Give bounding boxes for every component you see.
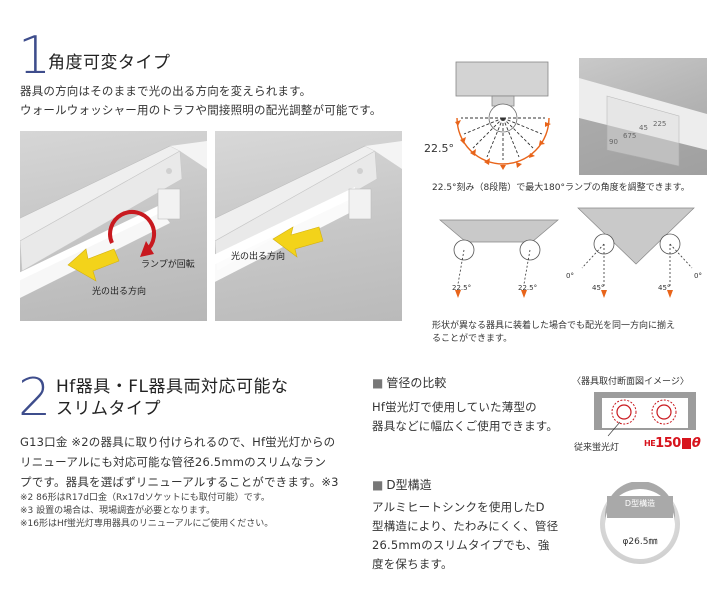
- dtype-heading: ■D型構造: [372, 476, 432, 493]
- section1-desc-line1: 器具の方向はそのままで光の出る方向を変えられます。: [20, 84, 312, 98]
- diagram-label-right-d: 0°: [694, 272, 702, 280]
- dtype-line4: 度を保ちます。: [372, 557, 453, 571]
- brand-block-icon: [681, 438, 691, 449]
- dtype-badge-dimension: φ26.5㎜: [622, 537, 658, 547]
- section2-title: Hf器具・FL器具両対応可能な スリムタイプ: [56, 376, 289, 420]
- brand-prefix: HE: [644, 439, 656, 448]
- photo-socket-closeup-svg: [579, 78, 707, 175]
- dtype-line2: 型構造により、たわみにくく、管径: [372, 519, 559, 533]
- note-3: ※3 設置の場合は、現場調査が必要となります。: [20, 506, 215, 516]
- dtype-badge-label: D型構造: [624, 499, 656, 508]
- compare-heading: ■管径の比較: [372, 374, 446, 391]
- dtype-badge: D型構造 φ26.5㎜: [598, 481, 682, 566]
- label-light-direction-2: 光の出る方向: [231, 252, 286, 262]
- dtype-line3: 26.5mmのスリムタイプでも、強: [372, 538, 550, 552]
- closeup-mark-1: 90: [609, 138, 618, 146]
- section1-desc-line2: ウォールウォッシャー用のトラフや間接照明の配光調整が可能です。: [20, 103, 382, 117]
- diagram-label-left-a: 22.5°: [452, 284, 472, 292]
- diagram-label-right-a: 0°: [566, 272, 574, 280]
- closeup-mark-2: 675: [623, 132, 637, 140]
- dtype-heading-text: D型構造: [386, 478, 432, 492]
- label-light-direction-1: 光の出る方向: [92, 287, 147, 297]
- figure-title: 〈器具取付断面図イメージ〉: [572, 377, 689, 387]
- photo-light-direction: 光の出る方向: [215, 131, 402, 321]
- dtype-text: アルミヒートシンクを使用したD 型構造により、たわみにくく、管径 26.5mmの…: [372, 498, 572, 574]
- angle-diagram-svg: [455, 61, 551, 170]
- photo-lamp-rotating: ランプが回転 光の出る方向: [20, 131, 207, 321]
- dtype-badge-svg: [600, 481, 680, 564]
- section2-number: 2: [18, 368, 52, 428]
- compare-line1: Hf蛍光灯で使用していた薄型の: [372, 400, 537, 414]
- figure-label-old-lamp: 従来蛍光灯: [574, 443, 620, 453]
- cross-section-figure-svg: [594, 392, 696, 437]
- brand-number: 150: [655, 436, 681, 451]
- photo-light-direction-svg: [215, 141, 402, 282]
- section1-title: 角度可変タイプ: [48, 53, 171, 73]
- compare-text: Hf蛍光灯で使用していた薄型の 器具などに幅広くご使用できます。: [372, 398, 572, 436]
- section2-title-line1: Hf器具・FL器具両対応可能な: [56, 377, 289, 397]
- closeup-mark-4: 225: [653, 120, 667, 128]
- closeup-mark-3: 45: [639, 124, 648, 132]
- photo-socket-closeup: 90 675 45 225: [579, 58, 707, 175]
- compare-line2: 器具などに幅広くご使用できます。: [372, 419, 559, 433]
- diagram-label-right-b: 45°: [592, 284, 605, 292]
- section2-notes: ※2 86形はR17d口金（Rx17dソケットにも取付可能）です。 ※3 設置の…: [20, 492, 360, 531]
- diagram-label-right-c: 45°: [658, 284, 671, 292]
- label-lamp-rotate: ランプが回転: [141, 260, 195, 270]
- dtype-heading-square-icon: ■: [372, 478, 384, 492]
- section2-description: G13口金 ※2の器具に取り付けられるので、Hf蛍光灯からの リニューアルにも対…: [20, 432, 360, 492]
- compare-heading-square-icon: ■: [372, 376, 384, 390]
- angle-caption: 22.5°刻み（8段階）で最大180°ランプの角度を調整できます。: [432, 183, 690, 193]
- diagram-caption: 形状が異なる器具に装着した場合でも配光を同一方向に揃え ることができます。: [432, 320, 716, 346]
- brand-mark: θ: [691, 436, 701, 451]
- diagram-label-left-b: 22.5°: [518, 284, 538, 292]
- photo-lamp-rotating-svg: [20, 141, 207, 298]
- dtype-line1: アルミヒートシンクを使用したD: [372, 500, 545, 514]
- note-2: ※2 86形はR17d口金（Rx17dソケットにも取付可能）です。: [20, 493, 270, 503]
- note-16: ※16形はHf蛍光灯専用器具のリニューアルにご使用ください。: [20, 519, 274, 529]
- cross-section-figure: [588, 388, 706, 448]
- fixture-shape-diagrams-svg: [439, 207, 695, 298]
- brand-logo: HE150 θ: [644, 436, 701, 451]
- diagram-caption-line1: 形状が異なる器具に装着した場合でも配光を同一方向に揃え: [432, 321, 676, 331]
- compare-heading-text: 管径の比較: [386, 376, 447, 390]
- section2-desc-line2: リニューアルにも対応可能な管径26.5mmのスリムなラン: [20, 455, 327, 469]
- section2-desc-line1: G13口金 ※2の器具に取り付けられるので、Hf蛍光灯からの: [20, 435, 336, 449]
- angle-label: 22.5°: [424, 142, 454, 155]
- diagram-caption-line2: ることができます。: [432, 334, 513, 344]
- section2-title-line2: スリムタイプ: [56, 399, 161, 419]
- section1-number: 1: [18, 26, 52, 86]
- fixture-shape-diagrams: 22.5° 22.5° 0° 45° 45° 0°: [432, 202, 712, 308]
- section1-description: 器具の方向はそのままで光の出る方向を変えられます。 ウォールウォッシャー用のトラ…: [20, 82, 440, 120]
- section2-desc-line3: プです。器具を選ばずリニューアルすることができます。※3: [20, 475, 339, 489]
- angle-diagram: 22.5°: [420, 58, 570, 178]
